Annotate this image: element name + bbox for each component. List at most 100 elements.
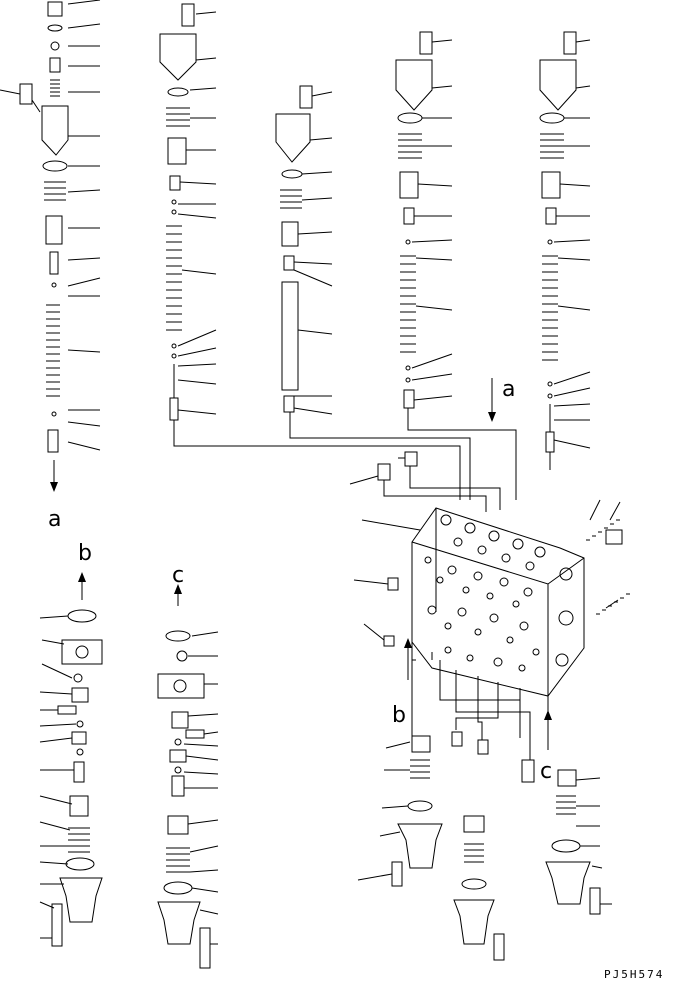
leaders (293, 91, 333, 415)
line (455, 682, 499, 730)
cap (411, 735, 431, 753)
plug (377, 463, 391, 481)
o-ring (397, 112, 423, 124)
poppet (49, 251, 59, 275)
pin (57, 705, 77, 715)
spool (166, 225, 182, 331)
ring (547, 239, 553, 245)
drawing-code: PJ5H574 (604, 968, 664, 981)
o-ring (551, 839, 581, 853)
arrowhead (544, 710, 552, 720)
plug (521, 759, 535, 783)
leaders (575, 777, 612, 905)
label-c-left: c (172, 563, 184, 588)
leaders (553, 39, 591, 449)
arrowhead (78, 572, 86, 582)
lower-connection-lines (404, 638, 552, 760)
column-4-parts (395, 31, 453, 409)
cap-screw (19, 83, 33, 105)
spring (556, 795, 576, 815)
leaders (183, 631, 219, 945)
plug (283, 395, 295, 413)
o-ring (461, 878, 487, 890)
bolt-head (47, 1, 63, 17)
poppet (403, 207, 415, 225)
spring (398, 133, 422, 159)
cap-screw (181, 3, 195, 27)
bolt (199, 927, 211, 969)
bolt (589, 887, 601, 915)
arrowhead (488, 412, 496, 422)
lower-assembly-mid (453, 815, 505, 961)
spring (280, 189, 302, 209)
ring (171, 353, 177, 359)
line (477, 676, 483, 740)
plug (47, 429, 59, 453)
spring (540, 133, 564, 159)
main-valve-body (411, 507, 585, 697)
ring (51, 282, 57, 288)
cap-screw (299, 85, 313, 109)
small-spring (50, 79, 60, 97)
o-ring (407, 800, 433, 812)
o-ring (67, 609, 97, 623)
poppet (283, 255, 295, 271)
line-col2 (173, 420, 461, 500)
bolt (493, 933, 505, 961)
ring (174, 738, 182, 746)
label-c-right: c (540, 759, 552, 784)
plug (383, 635, 395, 647)
cap (463, 815, 485, 833)
column-5-parts (539, 31, 591, 453)
retainer (167, 815, 189, 835)
o-ring (539, 112, 565, 124)
leaders (39, 615, 77, 939)
line-col3 (289, 412, 471, 500)
retainer (541, 171, 561, 199)
arrowhead (404, 638, 412, 648)
ring (171, 199, 177, 205)
o-ring (281, 169, 303, 179)
label-a-left: a (48, 507, 61, 532)
spool (46, 304, 60, 397)
leaders (353, 499, 621, 641)
leaders (67, 0, 101, 451)
sleeve (71, 731, 87, 745)
o-ring (163, 881, 193, 895)
port (173, 679, 187, 693)
lower-middle-assembly-c (157, 584, 219, 969)
spring (44, 181, 66, 201)
o-ring (167, 87, 189, 97)
spring (464, 843, 484, 863)
column-1-parts (0, 0, 101, 492)
poppet (169, 175, 181, 191)
cover (157, 901, 201, 945)
spool (542, 255, 558, 361)
ring (405, 239, 411, 245)
lower-left-assembly-b (39, 572, 103, 947)
housing-cover (539, 59, 577, 111)
arrowhead (50, 482, 58, 492)
plug (545, 431, 555, 453)
pin (185, 729, 205, 739)
spring (68, 827, 90, 853)
connection-lines (173, 378, 551, 512)
spring (410, 759, 430, 779)
retainer (281, 221, 299, 247)
ring (76, 748, 84, 756)
plug (404, 451, 418, 467)
cap-screw (563, 31, 577, 55)
housing-cover (41, 105, 69, 156)
housing-cover (395, 59, 433, 111)
label-b-left: b (78, 541, 92, 566)
lower-assembly-center (357, 731, 535, 887)
leaders (411, 39, 453, 401)
leaders (357, 741, 411, 881)
cover (545, 861, 591, 905)
lower-assembly-right (545, 769, 612, 915)
ring (174, 766, 182, 774)
ring (171, 209, 177, 215)
o-ring (165, 630, 191, 642)
relief-valves (353, 499, 630, 647)
